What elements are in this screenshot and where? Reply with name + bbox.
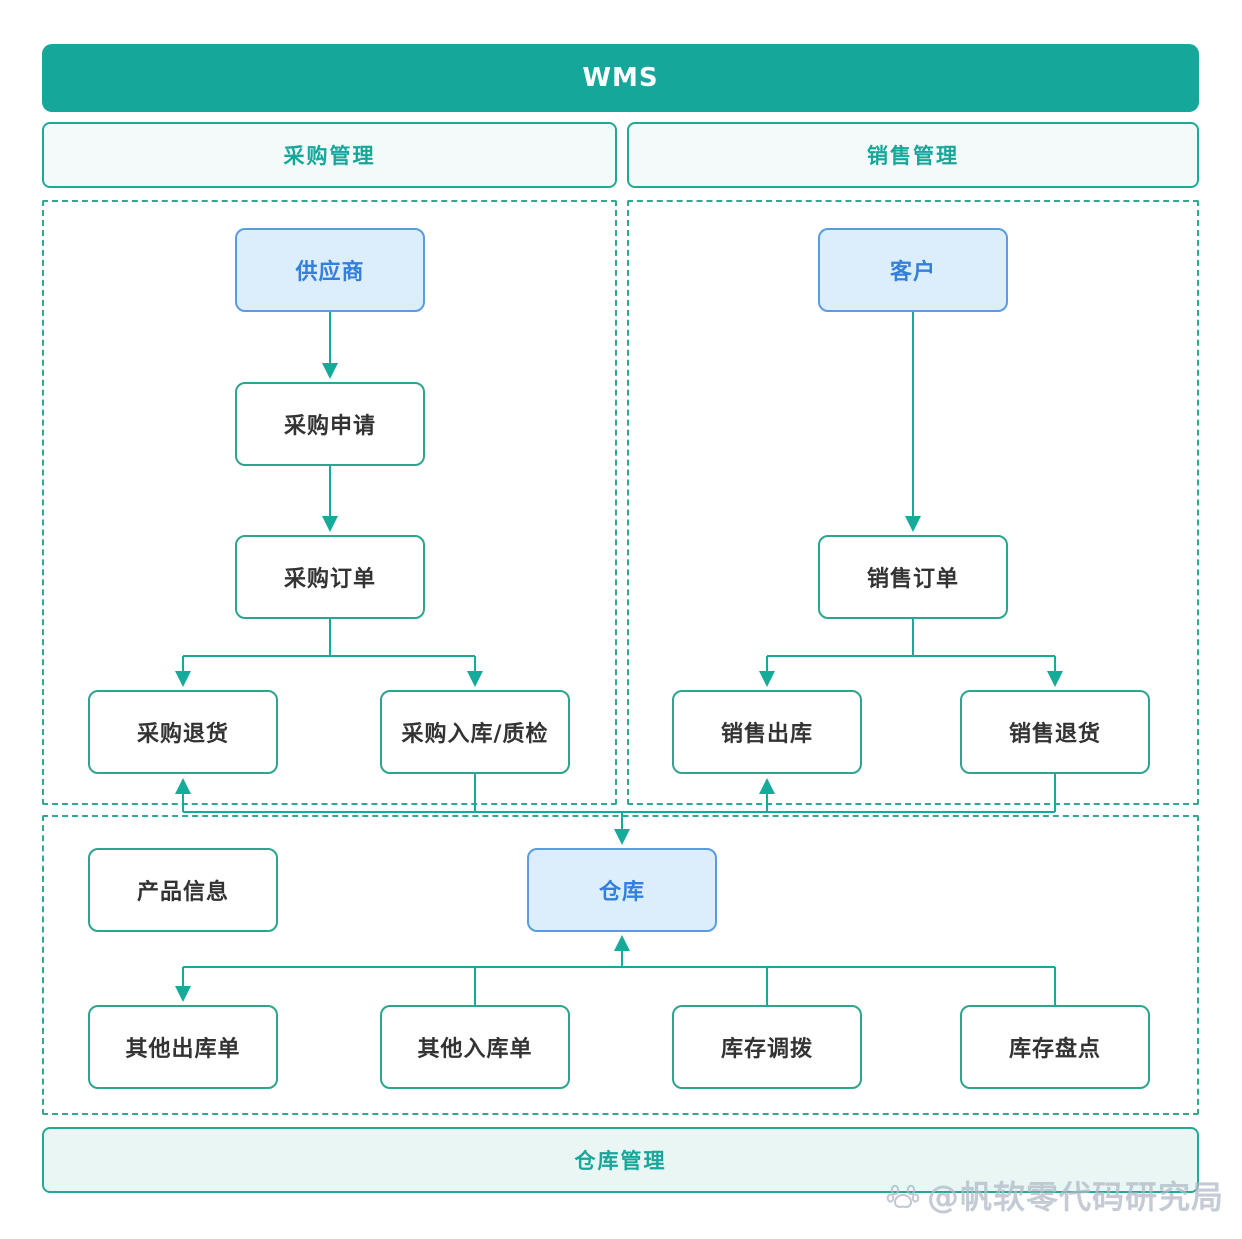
node-product-info: 产品信息 (88, 848, 278, 932)
section-header-purchase: 采购管理 (42, 122, 617, 188)
node-other-outbound: 其他出库单 (88, 1005, 278, 1089)
node-purchase-order: 采购订单 (235, 535, 425, 619)
node-warehouse: 仓库 (527, 848, 717, 932)
node-supplier: 供应商 (235, 228, 425, 312)
node-sales-outbound: 销售出库 (672, 690, 862, 774)
watermark: @帆软零代码研究局 (885, 1168, 1225, 1222)
paw-icon (886, 1184, 920, 1209)
node-sales-return: 销售退货 (960, 690, 1150, 774)
node-purchase-return: 采购退货 (88, 690, 278, 774)
purchase-section-container (42, 200, 617, 805)
section-header-sales: 销售管理 (627, 122, 1199, 188)
node-purchase-inbound-qc: 采购入库/质检 (380, 690, 570, 774)
sales-section-container (627, 200, 1199, 805)
warehouse-section-container (42, 815, 1199, 1115)
section-header-warehouse: 仓库管理 (42, 1127, 1199, 1193)
wms-title-bar: WMS (42, 44, 1199, 112)
node-inventory-count: 库存盘点 (960, 1005, 1150, 1089)
watermark-text: @帆软零代码研究局 (927, 1178, 1225, 1216)
node-inventory-transfer: 库存调拨 (672, 1005, 862, 1089)
node-customer: 客户 (818, 228, 1008, 312)
node-purchase-request: 采购申请 (235, 382, 425, 466)
node-sales-order: 销售订单 (818, 535, 1008, 619)
node-other-inbound: 其他入库单 (380, 1005, 570, 1089)
